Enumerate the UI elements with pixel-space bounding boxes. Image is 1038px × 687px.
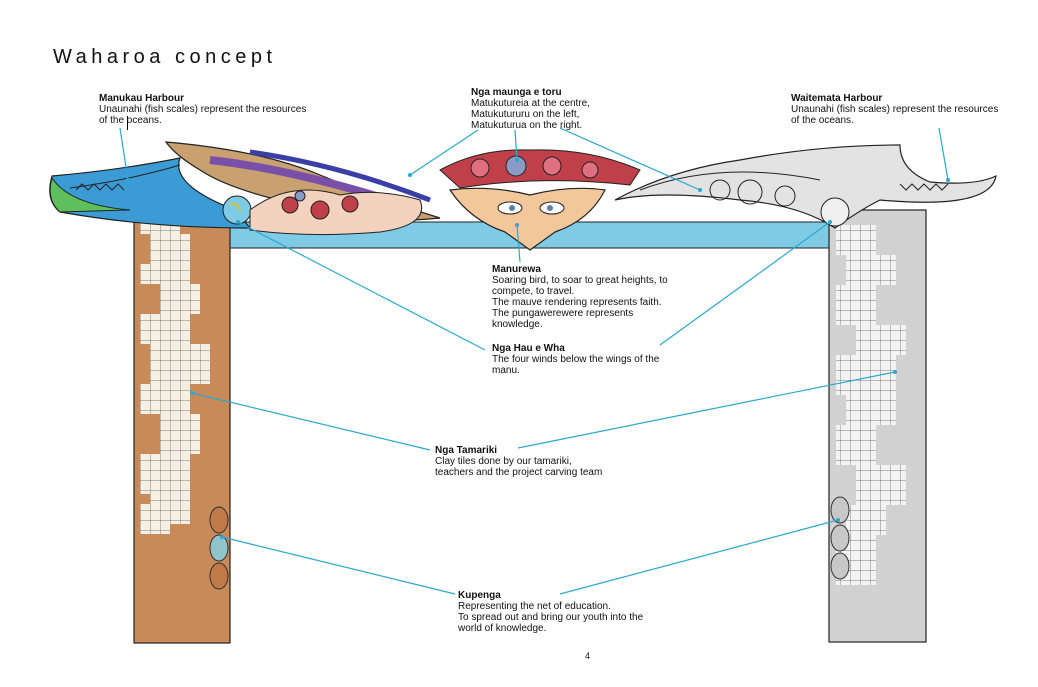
note-nga-hau-e-wha: Nga Hau e Wha The four winds below the w… — [492, 343, 692, 376]
text-cursor — [127, 116, 128, 130]
left-post — [133, 204, 231, 644]
note-heading: Manukau Harbour — [99, 93, 185, 104]
note-body: The four winds below the wings of the ma… — [492, 354, 660, 376]
note-heading: Nga Hau e Wha — [492, 343, 565, 354]
page-number: 4 — [585, 651, 591, 661]
left-kupenga-carving — [209, 506, 229, 590]
right-post — [828, 209, 927, 643]
note-heading: Manurewa — [492, 264, 541, 275]
note-kupenga: Kupenga Representing the net of educatio… — [458, 590, 678, 634]
note-waitemata-harbour: Waitemata Harbour Unaunahi (fish scales)… — [791, 93, 1021, 126]
note-nga-maunga-e-toru: Nga maunga e toru Matukutureia at the ce… — [471, 87, 641, 131]
note-heading: Waitemata Harbour — [791, 93, 883, 104]
note-heading: Nga Tamariki — [435, 445, 498, 456]
note-nga-tamariki: Nga Tamariki Clay tiles done by our tama… — [435, 445, 645, 478]
leader-arrowheads — [126, 158, 950, 539]
page-title: Waharoa concept — [53, 46, 277, 68]
right-kupenga-carving — [830, 496, 850, 580]
note-body: Soaring bird, to soar to great heights, … — [492, 275, 668, 330]
note-body: Unaunahi (fish scales) represent the res… — [99, 104, 307, 126]
note-heading: Nga maunga e toru — [471, 87, 562, 98]
leader-lines — [119, 127, 949, 595]
note-manukau-harbour: Manukau Harbour Unaunahi (fish scales) r… — [99, 93, 329, 126]
note-body: Unaunahi (fish scales) represent the res… — [791, 104, 999, 126]
note-body: Representing the net of education. To sp… — [458, 601, 644, 634]
right-wing — [614, 144, 997, 229]
note-manurewa: Manurewa Soaring bird, to soar to great … — [492, 264, 702, 330]
note-body: Matukutureia at the centre, Matukutururu… — [471, 98, 590, 131]
note-body: Clay tiles done by our tamariki, teacher… — [435, 456, 603, 478]
note-heading: Kupenga — [458, 590, 501, 601]
centre-manurewa — [249, 149, 641, 251]
